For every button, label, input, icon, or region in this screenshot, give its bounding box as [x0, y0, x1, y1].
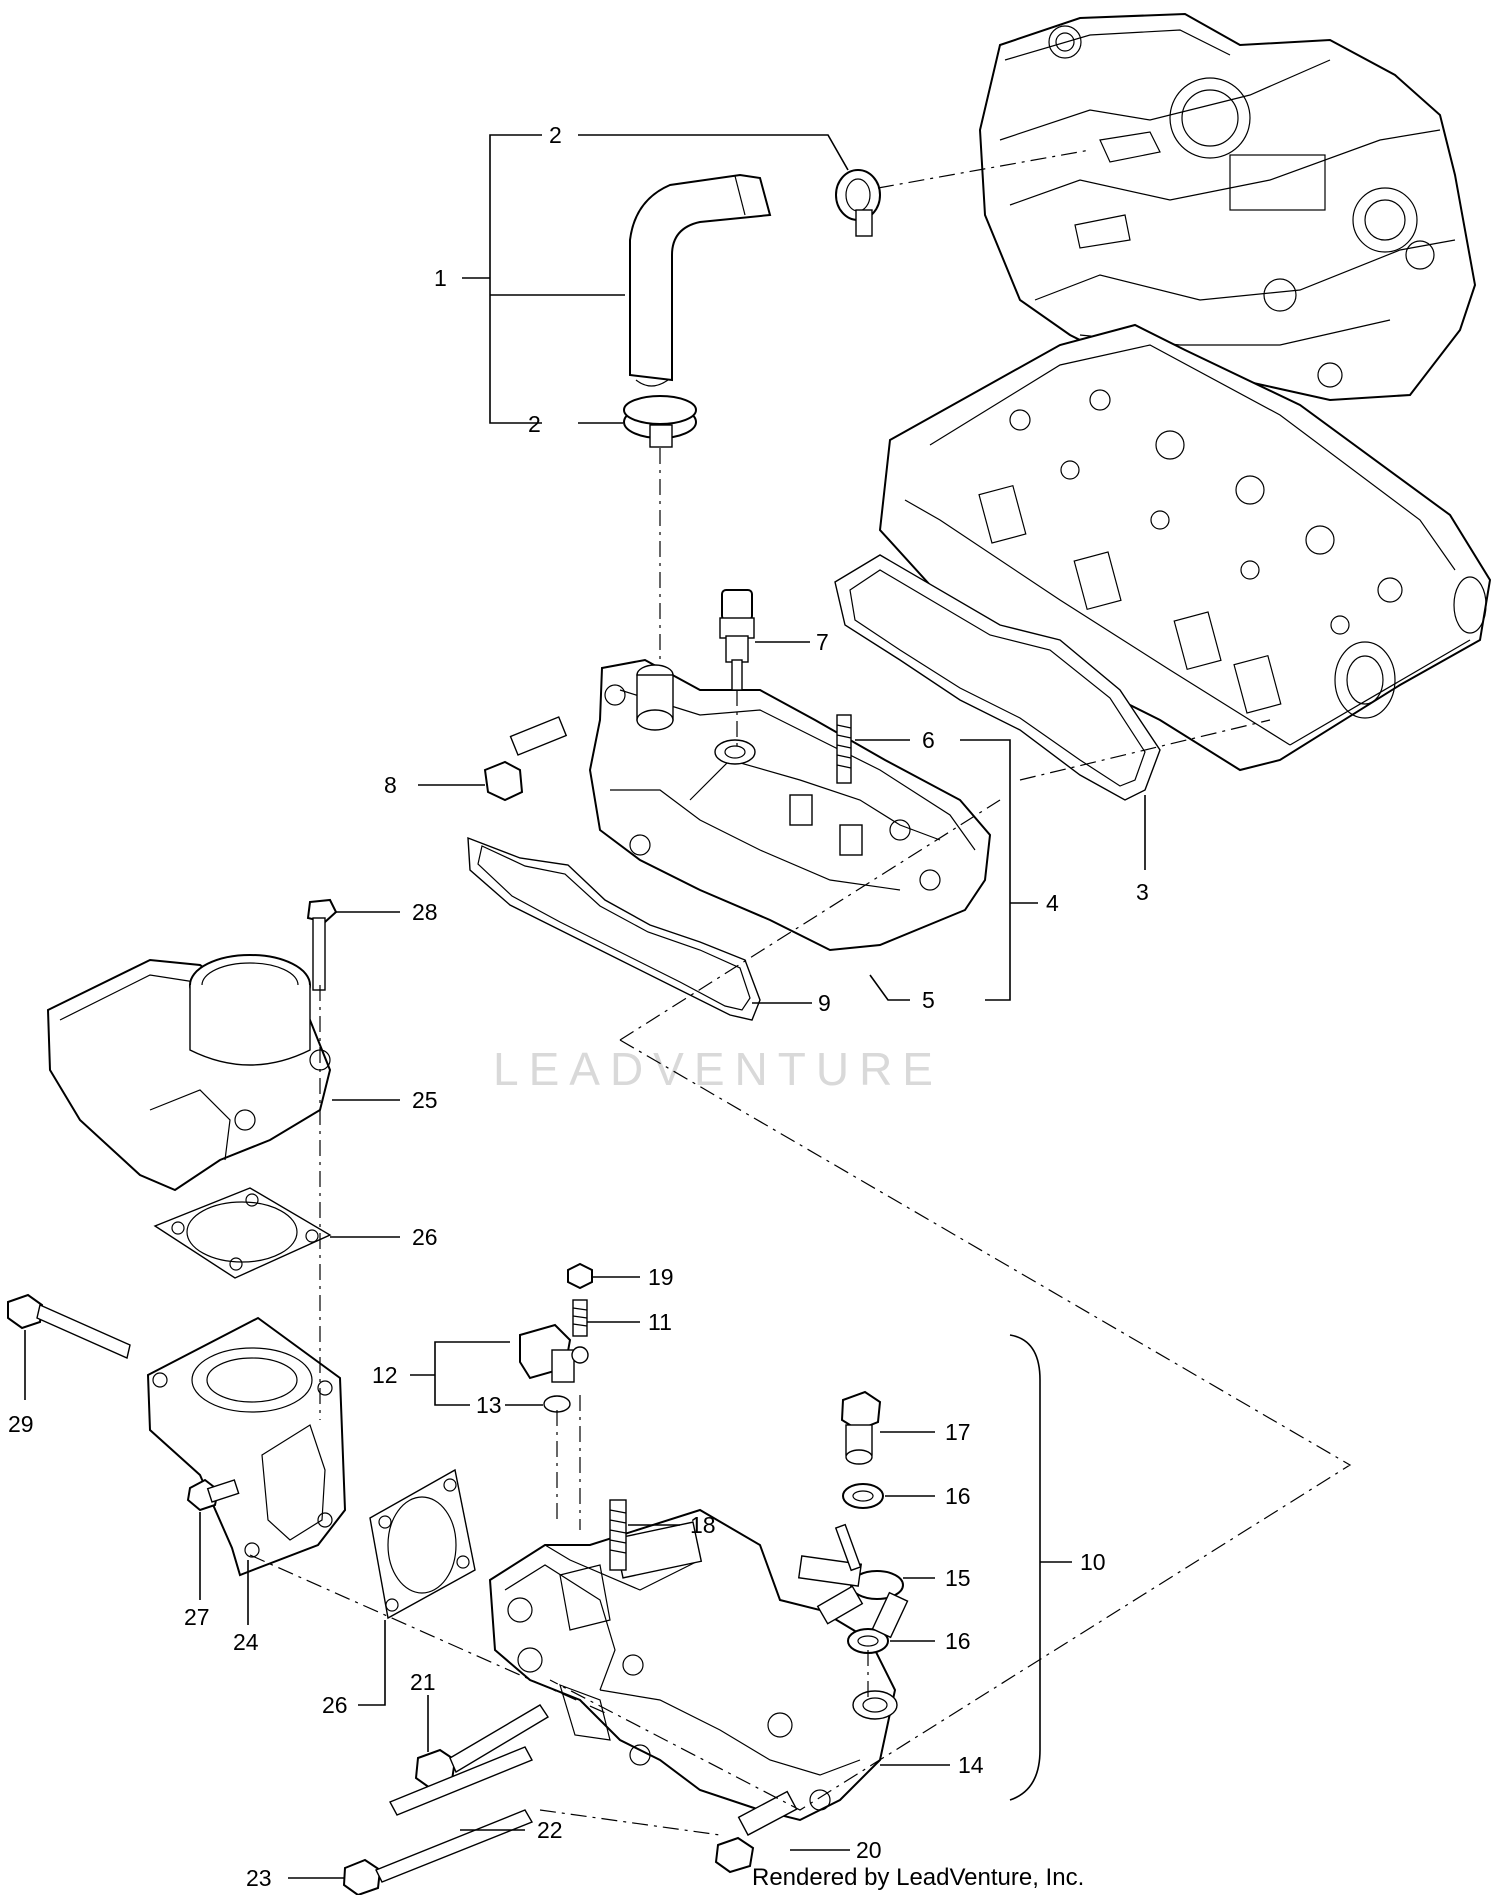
stud-bolt-18 — [609, 1499, 627, 1571]
intake-adapter — [146, 1316, 347, 1577]
callout-28: 28 — [412, 899, 438, 925]
callout-19: 19 — [648, 1264, 674, 1290]
callout-labels: 1 2 2 3 4 5 6 7 8 9 10 11 12 13 14 15 16… — [8, 122, 1149, 1891]
hose-clamp-upper — [835, 169, 881, 237]
callout-13: 13 — [476, 1392, 502, 1418]
intake-manifold-lower — [488, 1508, 898, 1822]
callout-21: 21 — [410, 1669, 436, 1695]
bolt-23 — [342, 1809, 534, 1895]
stud-11 — [572, 1299, 588, 1337]
callout-3: 3 — [1136, 879, 1149, 905]
breather-hose — [629, 173, 772, 387]
leader-lines — [24, 134, 1146, 1879]
hex-nut-19 — [567, 1262, 593, 1290]
o-ring-13 — [543, 1395, 571, 1413]
callout-4: 4 — [1046, 890, 1059, 916]
intake-manifold-gasket — [834, 554, 1161, 801]
watermark-text: LEADVENTURE — [493, 1043, 943, 1095]
callout-25: 25 — [412, 1087, 438, 1113]
callout-10: 10 — [1080, 1549, 1106, 1575]
callout-24: 24 — [233, 1629, 259, 1655]
throttle-gasket-upper — [153, 1187, 332, 1279]
long-bolt-29 — [7, 1293, 131, 1359]
intake-manifold-upper — [588, 658, 992, 952]
assembly-centerlines — [249, 149, 1352, 1836]
callout-16: 16 — [945, 1483, 971, 1509]
callout-2: 2 — [549, 122, 562, 148]
callout-9: 9 — [818, 990, 831, 1016]
callout-1: 1 — [434, 265, 447, 291]
flange-bolt-8 — [483, 716, 568, 802]
callout-27: 27 — [184, 1604, 210, 1630]
throttle-body — [46, 954, 332, 1192]
callout-7: 7 — [816, 629, 829, 655]
throttle-bolt-28 — [306, 898, 338, 991]
callout-12: 12 — [372, 1362, 398, 1388]
bolt-22 — [389, 1746, 533, 1816]
sealing-washer-16-upper — [842, 1483, 884, 1509]
callout-11: 11 — [648, 1309, 672, 1335]
coolant-fitting — [797, 1523, 909, 1639]
cylinder-head — [878, 323, 1492, 772]
callout-26: 26 — [322, 1692, 348, 1718]
callout-29: 29 — [8, 1411, 34, 1437]
callout-15: 15 — [945, 1565, 971, 1591]
callout-20: 20 — [856, 1837, 882, 1863]
valve-cover — [978, 12, 1477, 402]
temperature-sensor — [719, 589, 755, 691]
callout-26: 26 — [412, 1224, 438, 1250]
callout-2: 2 — [528, 411, 541, 437]
callout-5: 5 — [922, 987, 935, 1013]
throttle-gasket-lower — [369, 1468, 476, 1620]
banjo-bolt-17 — [840, 1390, 882, 1465]
callout-6: 6 — [922, 727, 935, 753]
callout-18: 18 — [690, 1512, 716, 1538]
flange-bolt-27 — [186, 1478, 240, 1512]
callout-16: 16 — [945, 1628, 971, 1654]
hose-clamp-lower — [623, 395, 697, 448]
callout-8: 8 — [384, 772, 397, 798]
callout-22: 22 — [537, 1817, 563, 1843]
callout-14: 14 — [958, 1752, 984, 1778]
callout-23: 23 — [246, 1865, 272, 1891]
credit-text: Rendered by LeadVenture, Inc. — [752, 1864, 1084, 1891]
manifold-gasket-9 — [467, 836, 761, 1021]
stud-bolt-6 — [836, 714, 852, 784]
map-sensor — [519, 1323, 589, 1383]
bolt-20 — [714, 1790, 798, 1874]
callout-17: 17 — [945, 1419, 971, 1445]
